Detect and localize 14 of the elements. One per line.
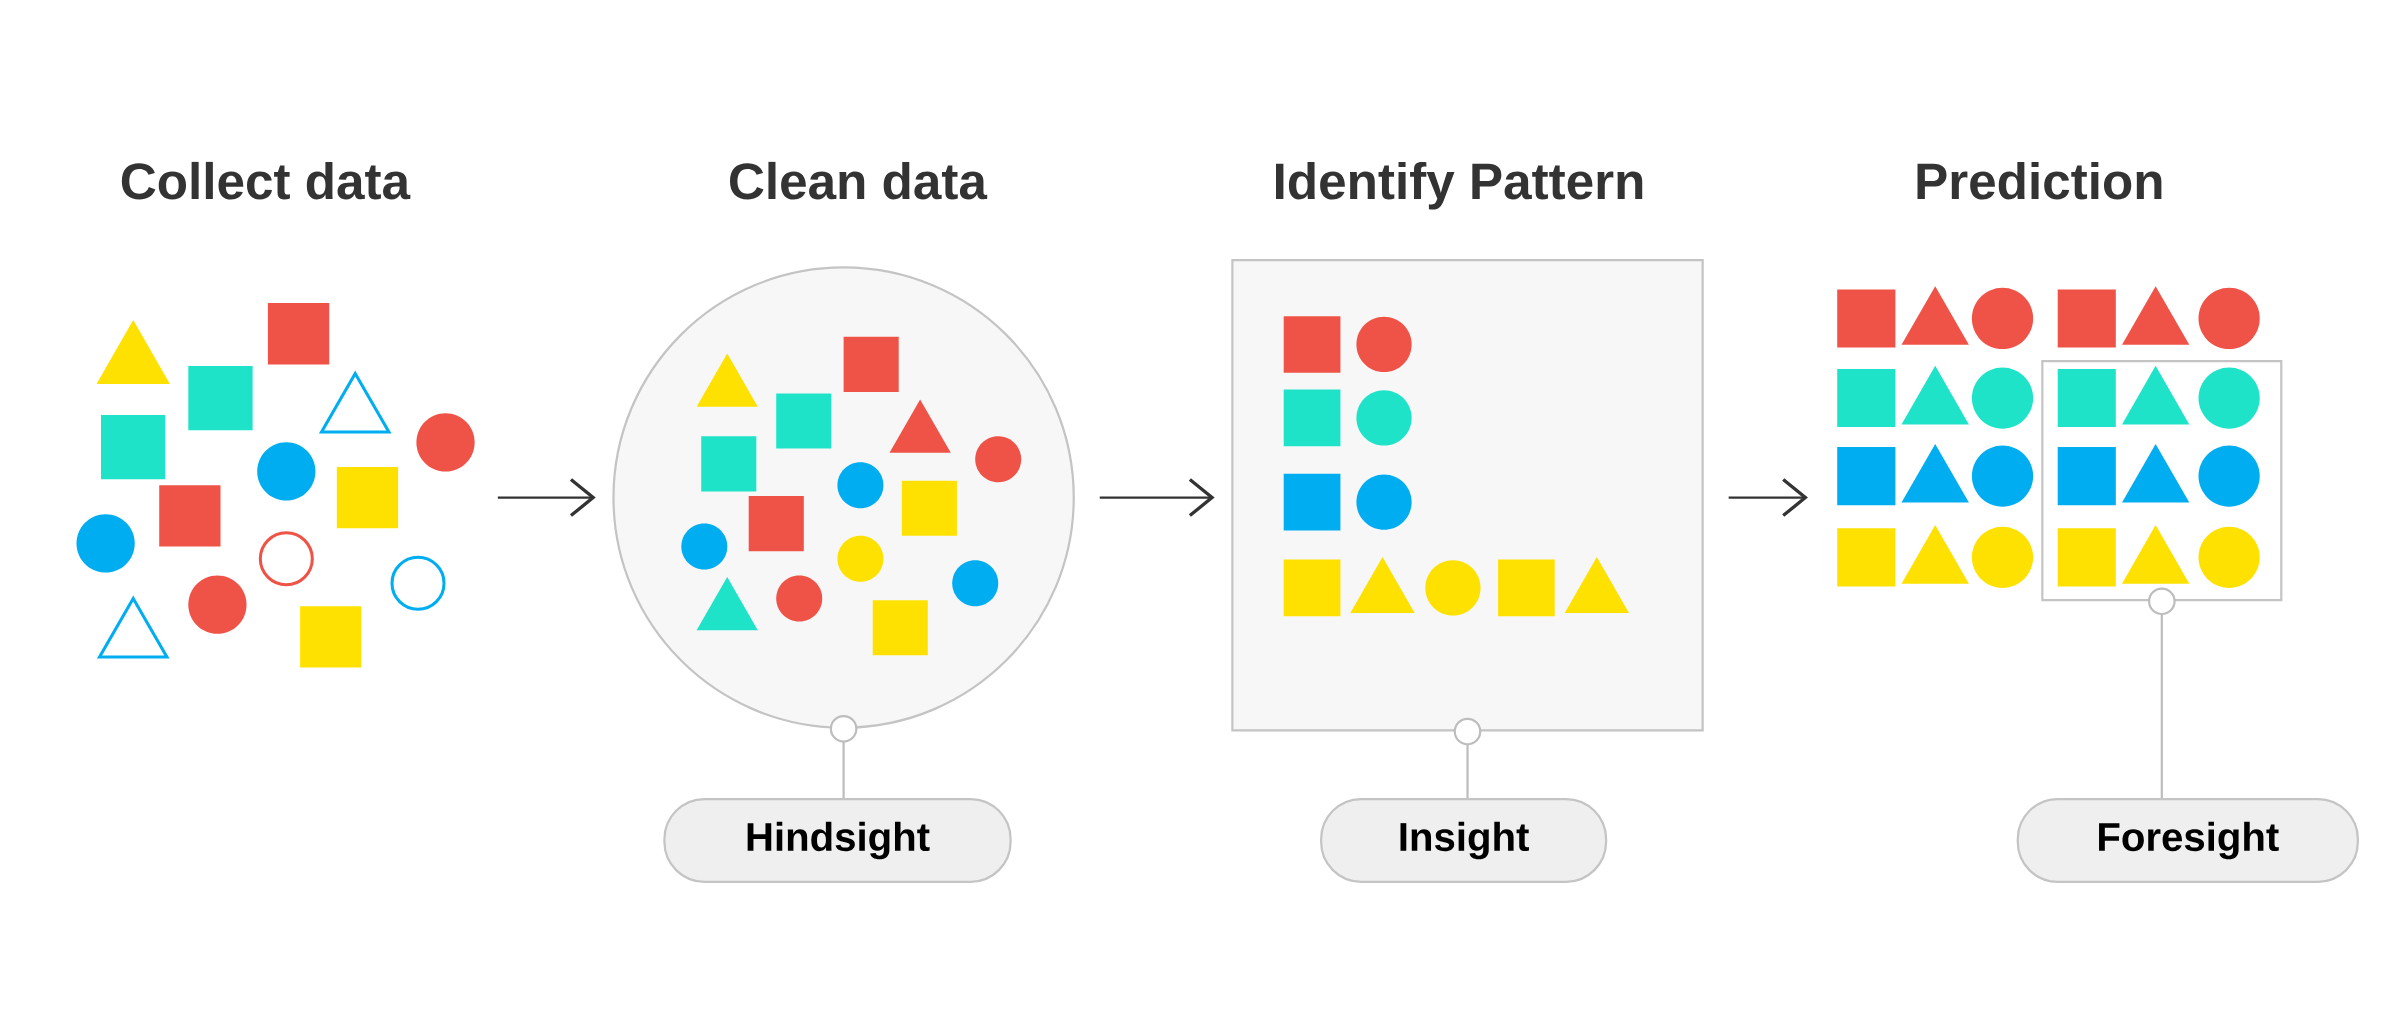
stage-heading: Collect data xyxy=(121,161,411,200)
label-pill: Hindsight xyxy=(663,798,1012,883)
label-pill: Insight xyxy=(1320,798,1608,883)
arrow xyxy=(497,478,596,517)
stage-heading: Identify Pattern xyxy=(1276,161,1643,210)
arrow xyxy=(1728,478,1808,517)
leader-line xyxy=(1453,717,1482,798)
label-pill: Foresight xyxy=(2016,798,2359,883)
leader-line xyxy=(2147,587,2176,798)
highlight-box xyxy=(2041,360,2283,602)
stage-heading: Prediction xyxy=(1917,161,2162,200)
arrow xyxy=(1099,478,1215,517)
leader-line xyxy=(829,715,858,798)
stage-heading: Clean data xyxy=(730,161,988,200)
